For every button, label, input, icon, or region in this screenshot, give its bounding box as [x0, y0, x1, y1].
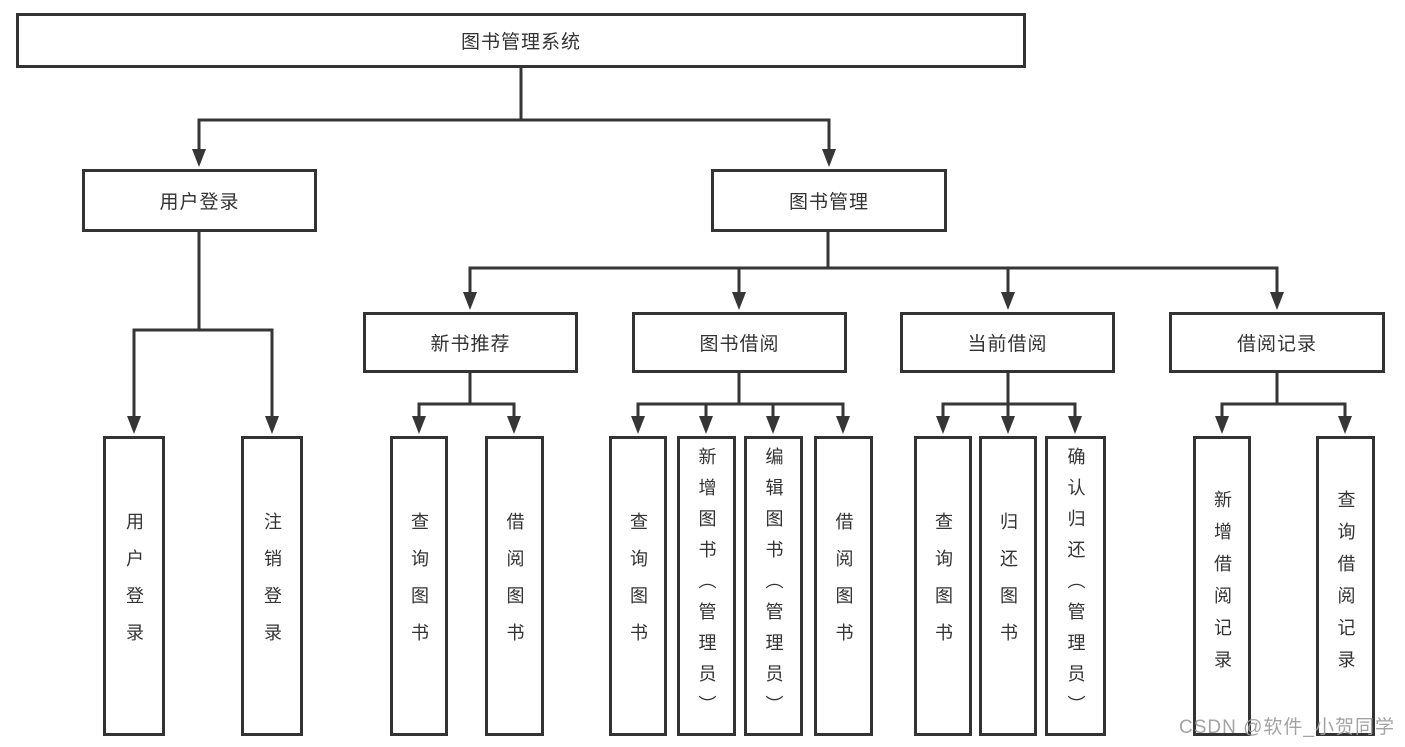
- leaf-add-books-admin: 新增图书（管理员）: [677, 436, 736, 736]
- node-new-book-recommend: 新书推荐: [363, 312, 578, 373]
- leaf-borrow-books: 借阅图书: [814, 436, 873, 736]
- leaf-edit-books-admin: 编辑图书（管理员）: [744, 436, 803, 736]
- leaf-query-books-current: 查询图书: [914, 436, 972, 736]
- leaf-query-books-borrow: 查询图书: [609, 436, 667, 736]
- node-book-management: 图书管理: [711, 169, 947, 232]
- leaf-confirm-return-admin: 确认归还（管理员）: [1045, 436, 1106, 736]
- node-library-management-system: 图书管理系统: [16, 13, 1026, 68]
- node-book-borrow: 图书借阅: [632, 312, 847, 373]
- leaf-logout-login: 注销登录: [241, 436, 303, 736]
- node-current-borrow: 当前借阅: [900, 312, 1115, 373]
- leaf-add-borrow-record: 新增借阅记录: [1193, 436, 1251, 736]
- leaf-borrow-books-recommend: 借阅图书: [485, 436, 544, 736]
- csdn-watermark: CSDN @软件_小贺同学: [1179, 717, 1395, 738]
- node-borrow-record: 借阅记录: [1169, 312, 1385, 373]
- node-user-login: 用户登录: [82, 169, 317, 232]
- leaf-query-books-recommend: 查询图书: [390, 436, 448, 736]
- leaf-user-login: 用户登录: [103, 436, 165, 736]
- leaf-return-books: 归还图书: [979, 436, 1037, 736]
- leaf-query-borrow-record: 查询借阅记录: [1316, 436, 1375, 736]
